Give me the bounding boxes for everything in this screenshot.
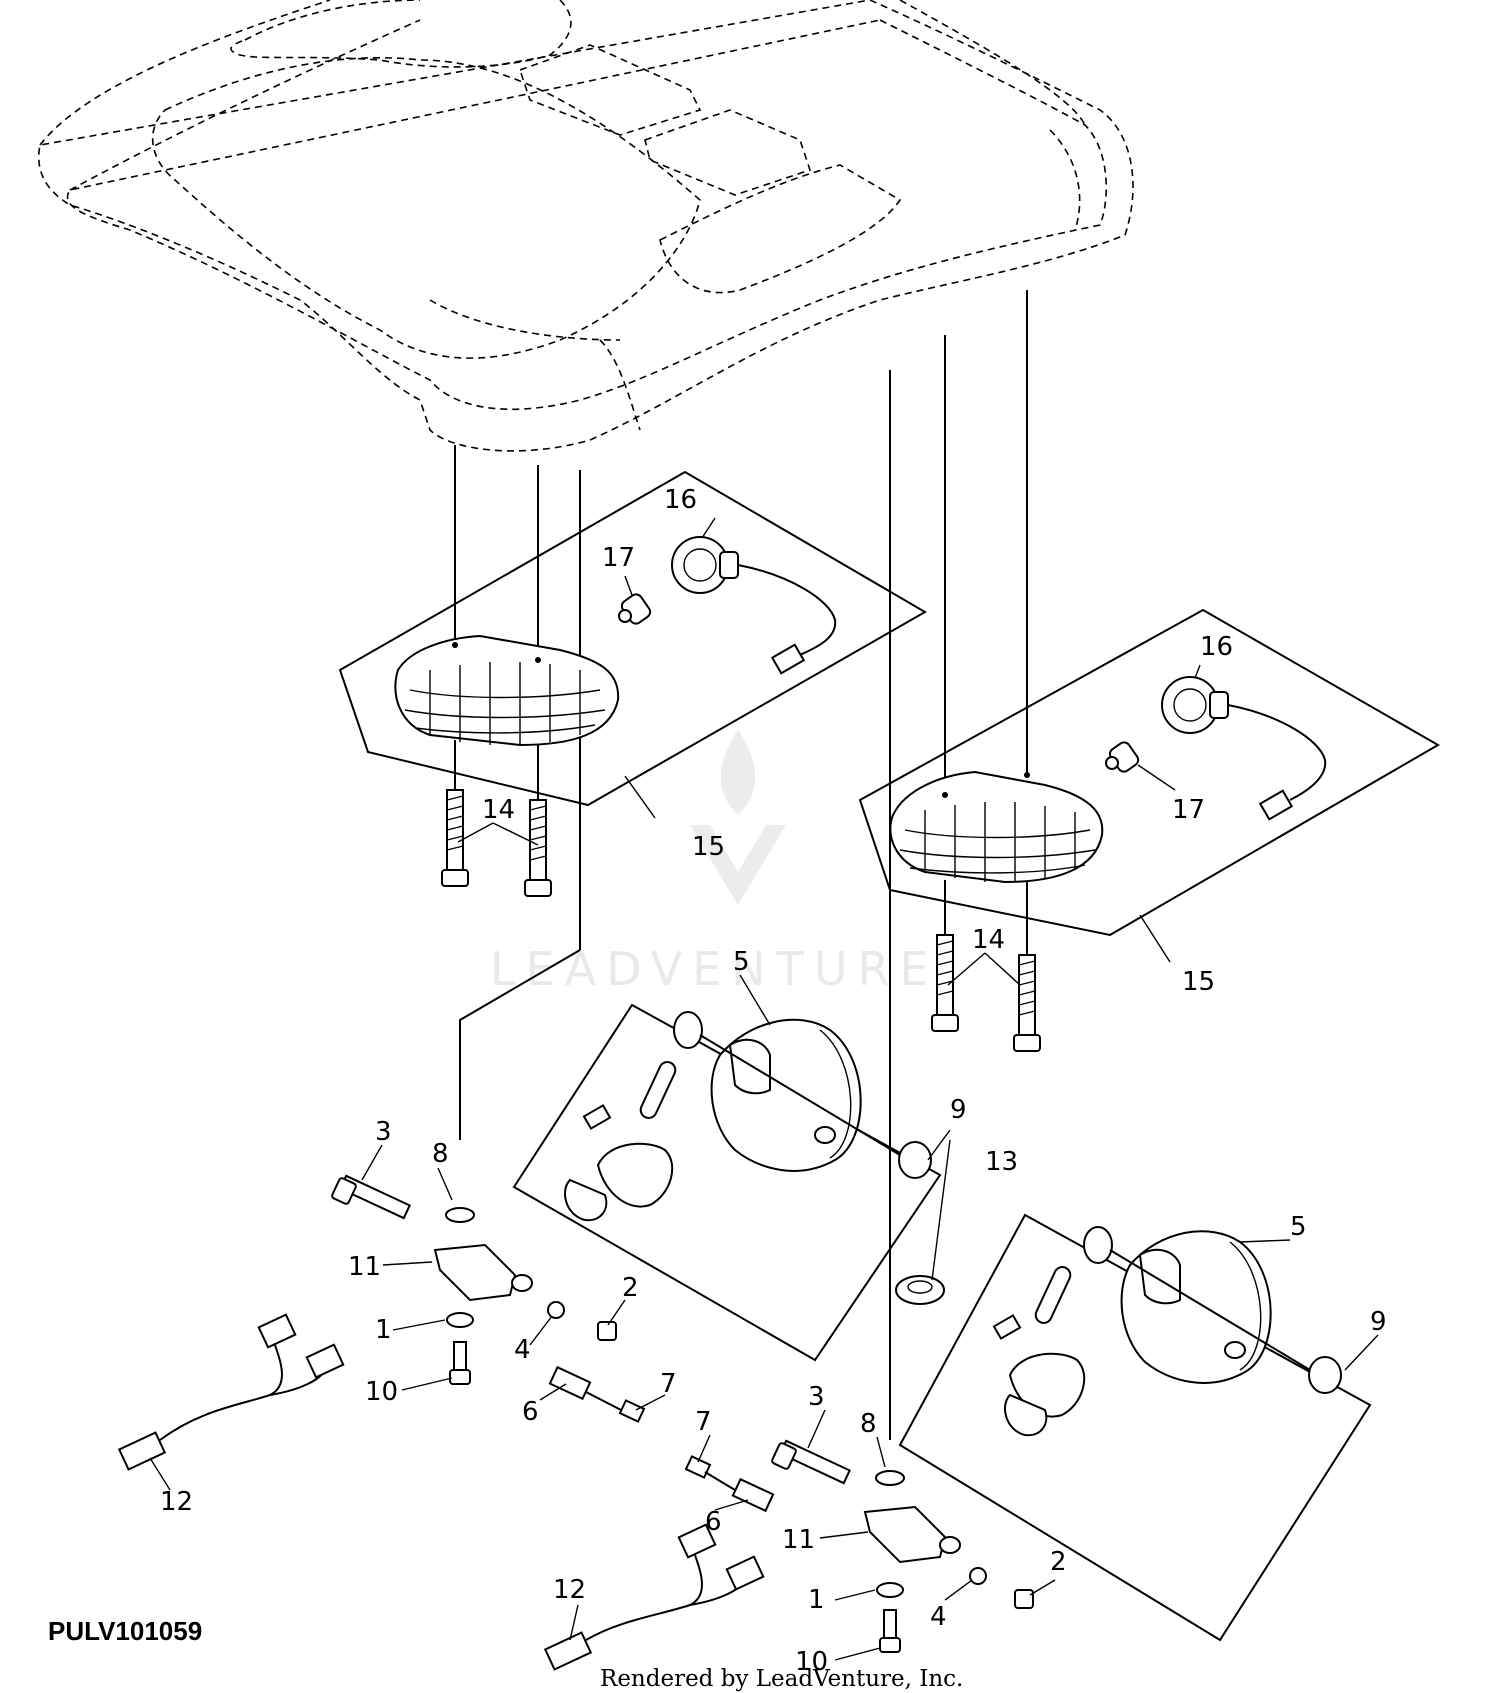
callout-7: 7	[695, 1407, 712, 1437]
socket-harness-right	[1161, 676, 1327, 821]
work-light-left	[564, 1011, 932, 1222]
bulb-right	[1105, 741, 1140, 773]
callout-3: 3	[375, 1117, 392, 1147]
callout-16: 16	[1200, 632, 1233, 662]
screws-right	[931, 934, 1041, 1052]
bulb-left	[618, 593, 652, 625]
callout-5: 5	[1290, 1212, 1307, 1242]
wiring-harness-left	[117, 1313, 345, 1471]
light-kit-right-outline	[858, 608, 1441, 937]
jumper-harness-left	[548, 1365, 646, 1423]
callout-5: 5	[733, 947, 750, 977]
callout-12: 12	[160, 1487, 193, 1517]
callout-13: 13	[985, 1147, 1018, 1177]
bracket-hardware-right	[771, 1439, 1034, 1653]
callout-14: 14	[482, 795, 515, 825]
callout-8: 8	[432, 1139, 449, 1169]
tail-light-lens-right	[889, 770, 1104, 884]
canopy-roof	[38, 0, 1134, 452]
jumper-harness-right	[684, 1455, 775, 1513]
callout-11: 11	[782, 1525, 815, 1555]
callout-6: 6	[522, 1397, 539, 1427]
render-credit: Rendered by LeadVenture, Inc.	[600, 1666, 963, 1692]
callout-15: 15	[692, 832, 725, 862]
work-light-right	[992, 1226, 1342, 1437]
callout-9: 9	[1370, 1307, 1387, 1337]
bracket-hardware-left	[331, 1174, 617, 1385]
screws-left	[441, 789, 552, 897]
callout-7: 7	[660, 1369, 677, 1399]
callout-9: 9	[950, 1095, 967, 1125]
callout-8: 8	[860, 1409, 877, 1439]
grommet	[895, 1275, 945, 1305]
callout-labels: 16 17 14 15 16 17 14 15 5 9 3 8 13 5 9 1…	[160, 485, 1387, 1677]
callout-15: 15	[1182, 967, 1215, 997]
callout-10: 10	[365, 1377, 398, 1407]
watermark-logo	[690, 730, 786, 905]
drawing-code: PULV101059	[48, 1616, 202, 1646]
callout-14: 14	[972, 925, 1005, 955]
socket-harness-left	[671, 536, 837, 675]
watermark-text: LEADVENTURE	[490, 942, 939, 996]
callout-1: 1	[375, 1315, 392, 1345]
callout-11: 11	[348, 1252, 381, 1282]
callout-2: 2	[622, 1273, 639, 1303]
callout-4: 4	[930, 1602, 947, 1632]
wiring-harness-right	[543, 1523, 765, 1671]
light-kit-left-outline	[338, 470, 927, 807]
leader-lines	[149, 517, 1379, 1661]
callout-10: 10	[795, 1647, 828, 1677]
callout-1: 1	[808, 1585, 825, 1615]
callout-4: 4	[514, 1335, 531, 1365]
callout-6: 6	[705, 1507, 722, 1537]
tail-light-lens-left	[394, 634, 620, 747]
callout-3: 3	[808, 1382, 825, 1412]
callout-16: 16	[664, 485, 697, 515]
callout-2: 2	[1050, 1547, 1067, 1577]
callout-12: 12	[553, 1575, 586, 1605]
callout-17: 17	[1172, 795, 1205, 825]
callout-17: 17	[602, 543, 635, 573]
